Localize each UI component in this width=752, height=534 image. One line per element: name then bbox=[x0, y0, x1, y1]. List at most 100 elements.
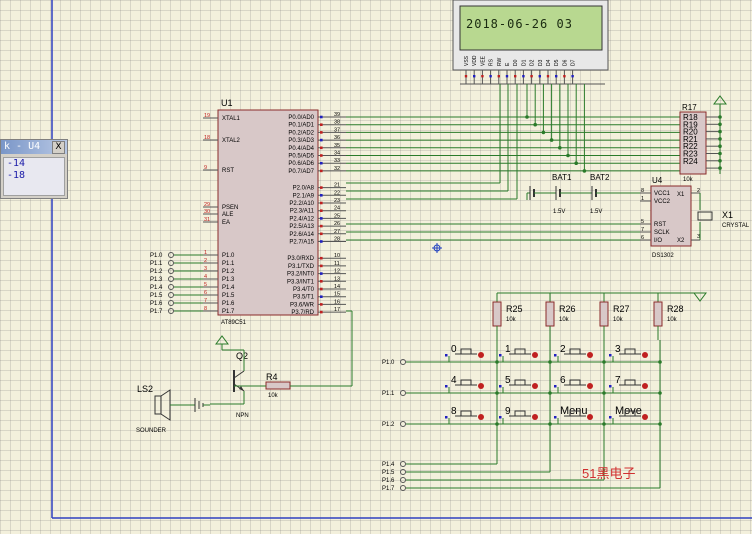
u1-pin-name: RST bbox=[222, 168, 234, 174]
u1-pin-name: P0.7/AD7 bbox=[288, 169, 314, 175]
port-terminal bbox=[400, 477, 406, 483]
key-label: 0 bbox=[451, 344, 457, 355]
lcd-pin-name: VDD bbox=[472, 55, 478, 66]
u1-pin-name: P1.0 bbox=[222, 253, 235, 259]
u1-pin-num: 16 bbox=[334, 299, 340, 305]
u1-pin-name: P3.1/TXD bbox=[288, 264, 315, 270]
u1-pin-name: P2.3/A11 bbox=[290, 209, 315, 215]
pin-state bbox=[554, 385, 557, 388]
junction-dot bbox=[495, 391, 499, 395]
junction-dot bbox=[558, 146, 562, 150]
u1-pin-num: 27 bbox=[334, 229, 340, 235]
r4-body bbox=[265, 381, 291, 390]
u1-pin-name: P3.3/INT1 bbox=[287, 279, 315, 285]
pin-state bbox=[320, 224, 323, 228]
key-pin-state bbox=[642, 414, 648, 420]
port-label: P1.4 bbox=[150, 285, 163, 291]
lcd-pin-name: RS bbox=[489, 58, 495, 66]
pin-state bbox=[473, 75, 476, 78]
u4-pin-name: X1 bbox=[677, 192, 685, 198]
debug-popup-window[interactable]: k - U4 X -14 -18 bbox=[0, 139, 68, 199]
lcd-screen bbox=[459, 5, 603, 51]
u1-body bbox=[217, 109, 319, 316]
pin-state bbox=[514, 75, 517, 78]
u1-pin-num: 30 bbox=[204, 209, 210, 215]
row-label: P1.2 bbox=[382, 422, 395, 428]
junction-dot bbox=[548, 391, 552, 395]
pin-state bbox=[320, 194, 323, 197]
u1-pin-name: P3.4/T0 bbox=[293, 287, 315, 293]
key-pin-state bbox=[587, 383, 593, 389]
port-terminal bbox=[168, 276, 174, 282]
rpack-label: R19 bbox=[683, 120, 698, 129]
lcd-pin-name: D3 bbox=[538, 59, 544, 66]
col-label: P1.7 bbox=[382, 486, 395, 492]
lcd-text: 2018-06-26 03 bbox=[466, 17, 573, 31]
power-arrow bbox=[713, 95, 727, 105]
u4-body bbox=[650, 185, 692, 247]
u1-pin-num: 35 bbox=[334, 143, 340, 149]
pin-state bbox=[445, 385, 448, 388]
u1-pin-num: 37 bbox=[334, 127, 340, 133]
lcd-pin-name: D5 bbox=[554, 59, 560, 66]
key-cap bbox=[624, 348, 636, 355]
pullup-value: 10k bbox=[559, 317, 570, 323]
rpack-label: R18 bbox=[683, 113, 698, 122]
crystal-body bbox=[697, 211, 713, 221]
rpack-label: R23 bbox=[683, 150, 698, 159]
key-cap bbox=[460, 379, 472, 386]
port-terminal bbox=[168, 260, 174, 266]
u1-pin-name: PSEN bbox=[222, 205, 238, 211]
u1-pin-name: P3.2/INT0 bbox=[287, 272, 315, 278]
junction-dot bbox=[602, 422, 606, 426]
bat1-ref: BAT1 bbox=[552, 173, 572, 182]
port-terminal bbox=[168, 300, 174, 306]
key-cap bbox=[569, 348, 581, 355]
u1-pin-name: P3.7/RD bbox=[291, 310, 314, 316]
x1-ref: X1 bbox=[722, 210, 733, 220]
key-pin-state bbox=[642, 383, 648, 389]
pin-state bbox=[320, 287, 323, 291]
u1-pin-num: 25 bbox=[334, 213, 340, 219]
u1-pin-name: EA bbox=[222, 220, 230, 226]
key-pin-state bbox=[642, 352, 648, 358]
key-cap bbox=[514, 410, 526, 417]
lcd-pin-name: D2 bbox=[530, 59, 536, 66]
col-label: P1.5 bbox=[382, 470, 395, 476]
key-cap bbox=[569, 410, 581, 417]
lcd-pin-name: VEE bbox=[480, 55, 486, 66]
pin-state bbox=[320, 131, 323, 134]
junction-dot bbox=[495, 360, 499, 364]
u1-pin-name: ALE bbox=[222, 212, 233, 218]
port-terminal bbox=[400, 461, 406, 467]
u1-pin-name: P2.2/A10 bbox=[289, 201, 314, 207]
u1-pin-name: P1.1 bbox=[222, 261, 235, 267]
col-label: P1.4 bbox=[382, 462, 395, 468]
rpack-label: R21 bbox=[683, 135, 698, 144]
u1-pin-num: 24 bbox=[334, 206, 340, 212]
u1-pin-num: 28 bbox=[334, 237, 340, 243]
pin-state bbox=[320, 138, 323, 142]
pin-state bbox=[609, 385, 612, 388]
u1-pin-num: 11 bbox=[334, 261, 340, 267]
u1-pin-num: 39 bbox=[334, 112, 340, 118]
u4-part: DS1302 bbox=[652, 253, 674, 259]
pin-state bbox=[499, 354, 502, 357]
u1-pin-name: P2.0/A8 bbox=[293, 186, 315, 192]
close-icon[interactable]: X bbox=[52, 141, 65, 154]
junction-dot bbox=[548, 422, 552, 426]
pin-state bbox=[530, 75, 533, 78]
pullup-body bbox=[653, 301, 663, 327]
key-cap bbox=[569, 379, 581, 386]
row-label: P1.0 bbox=[382, 360, 395, 366]
u1-pin-num: 17 bbox=[334, 307, 340, 313]
q2-ref: Q2 bbox=[236, 351, 248, 361]
pin-state bbox=[320, 209, 323, 212]
pin-state bbox=[489, 75, 492, 78]
u1-pin-name: P0.5/AD5 bbox=[288, 154, 314, 160]
port-terminal bbox=[168, 308, 174, 314]
u4-pin-name: X2 bbox=[677, 238, 685, 244]
pin-state bbox=[571, 75, 574, 78]
